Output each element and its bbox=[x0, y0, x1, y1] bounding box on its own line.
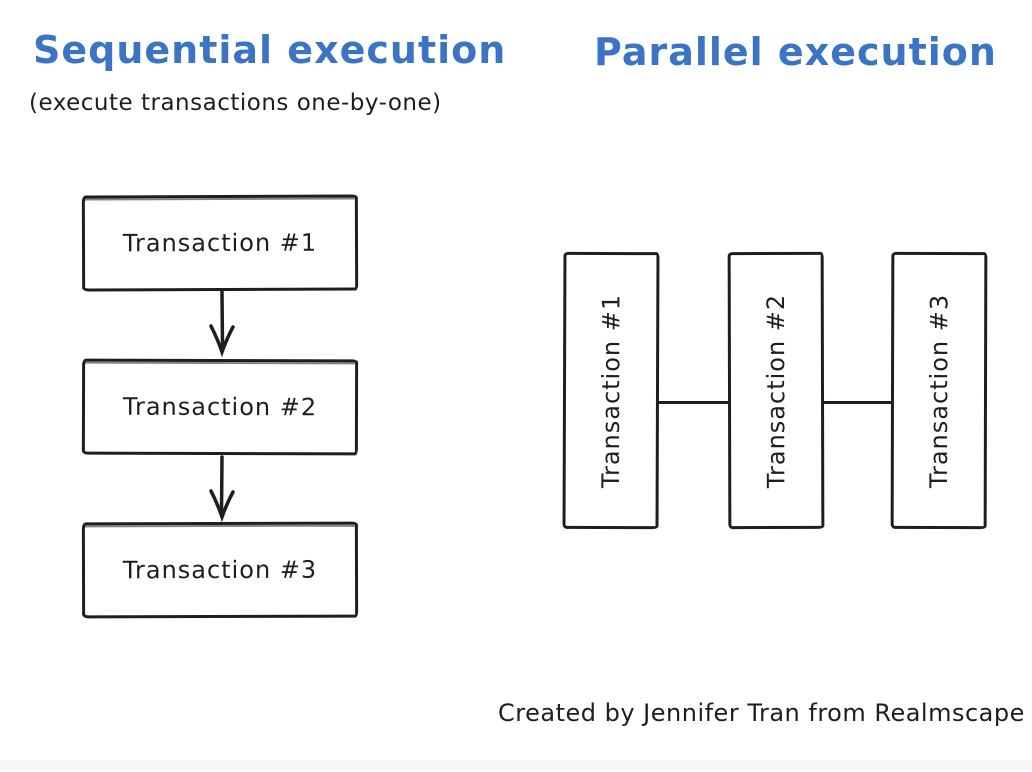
transaction-box-label: Transaction #3 bbox=[924, 293, 954, 488]
parallel-transaction-box-2: Transaction #2 bbox=[727, 251, 825, 530]
sequential-subtitle: (execute transactions one-by-one) bbox=[29, 90, 442, 116]
parallel-transaction-box-1: Transaction #1 bbox=[562, 251, 660, 530]
transaction-box-label: Transaction #2 bbox=[122, 392, 318, 422]
footer-credit: Created by Jennifer Tran from Realmscape bbox=[498, 699, 1025, 727]
connector-line bbox=[657, 401, 729, 404]
parallel-title: Parallel execution bbox=[594, 30, 997, 74]
connector-line bbox=[822, 401, 892, 404]
parallel-transaction-box-3: Transaction #3 bbox=[890, 251, 988, 530]
bottom-strip bbox=[0, 760, 1032, 770]
transaction-box-1: Transaction #1 bbox=[81, 194, 359, 292]
transaction-box-label: Transaction #1 bbox=[596, 293, 626, 488]
transaction-box-label: Transaction #2 bbox=[761, 293, 791, 488]
transaction-box-3: Transaction #3 bbox=[81, 521, 359, 619]
arrow-down-icon bbox=[209, 455, 235, 523]
transaction-box-2: Transaction #2 bbox=[81, 358, 359, 456]
arrow-down-icon bbox=[209, 290, 235, 358]
transaction-box-label: Transaction #3 bbox=[122, 555, 318, 585]
transaction-box-label: Transaction #1 bbox=[122, 228, 318, 258]
sequential-title: Sequential execution bbox=[33, 28, 507, 72]
